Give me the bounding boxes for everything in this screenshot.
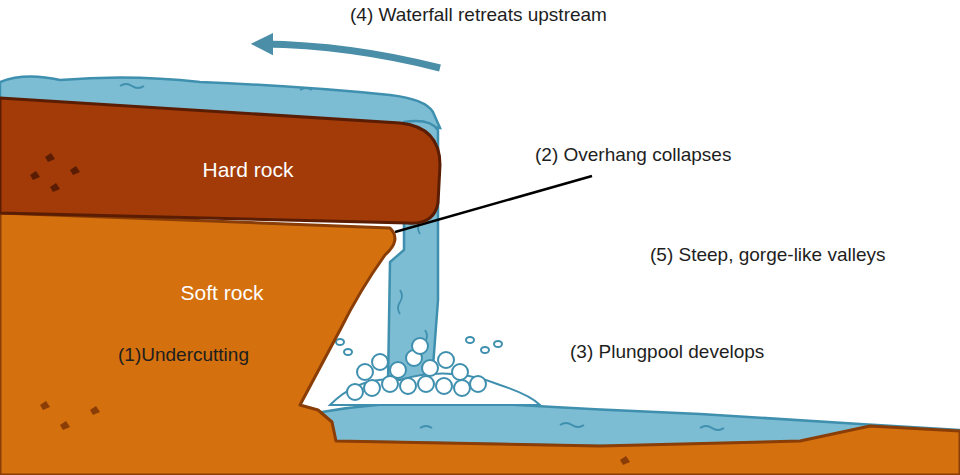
rock-grain [45,153,55,162]
rock-outline [0,98,440,223]
bubble [436,378,452,394]
rock-grain [40,401,50,410]
splash-drop [466,337,474,343]
layer-label: Soft rock [181,281,264,305]
splash-drop [481,347,489,353]
bubble [412,338,428,354]
bubble [454,380,470,396]
rock-grain [70,166,80,175]
bubble [382,376,398,392]
splash-drop [336,339,344,345]
bubble [372,354,388,370]
rock-layer: Hard rock [0,95,445,230]
bubble [357,364,373,380]
splash-drop [344,349,352,355]
callout-label: (5) Steep, gorge-like valleys [650,244,886,266]
bubble [438,352,454,368]
rock-grain [50,183,60,192]
bubble [470,376,486,392]
layer-label: Hard rock [202,158,293,182]
rock-grain [30,171,40,180]
callout-label: (3) Plungpool develops [570,341,764,363]
callout-label: (4) Waterfall retreats upstream [350,4,607,26]
plunge-pool-bubbles [336,337,502,400]
splash-drop [494,341,502,347]
bubble [418,376,434,392]
bubble [422,360,438,376]
rock-grain [60,421,70,430]
bubble [452,364,468,380]
callout-label: (2) Overhang collapses [535,144,731,166]
bubble [400,378,416,394]
bubble [347,384,363,400]
callout-label: (1)Undercutting [118,344,249,366]
rock-grain [620,456,630,465]
retreat-arrow [262,44,440,68]
rock-outline [0,213,960,475]
bubble [364,380,380,396]
rock-grain [90,406,100,415]
